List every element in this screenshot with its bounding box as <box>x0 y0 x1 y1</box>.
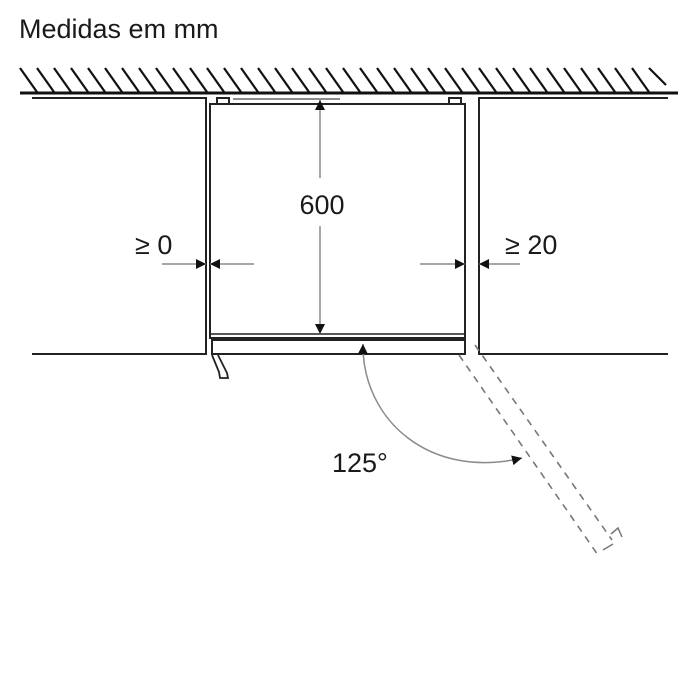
left-cabinet <box>32 97 207 355</box>
left-gap-label: ≥ 0 <box>135 230 172 260</box>
open-door-handle <box>602 526 623 551</box>
door-handle <box>211 354 230 379</box>
appliance-door <box>211 339 466 355</box>
depth-label: 600 <box>299 190 344 220</box>
wall-hatching <box>19 67 667 93</box>
diagram-title: Medidas em mm <box>19 14 219 44</box>
right-cabinet <box>478 97 668 355</box>
appliance-body <box>209 97 466 339</box>
open-door-outline <box>458 344 613 556</box>
door-angle-label: 125° <box>332 448 388 478</box>
door-angle-arc <box>357 343 523 466</box>
right-gap-label: ≥ 20 <box>505 230 557 260</box>
